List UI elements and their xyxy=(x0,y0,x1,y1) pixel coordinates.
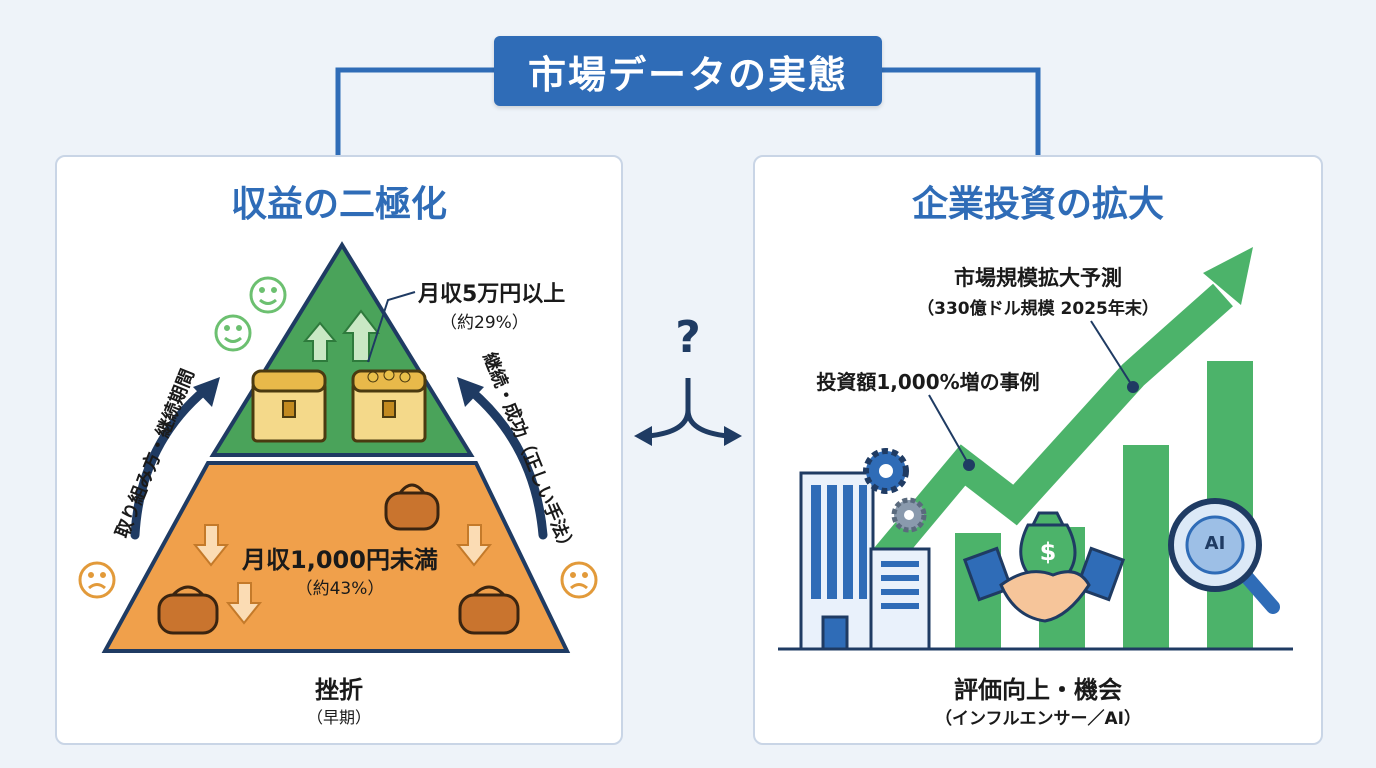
bottom-income-label: 月収1,000円未満 xyxy=(242,546,438,574)
money-bag-icon: $ xyxy=(1019,511,1077,577)
left-footer-sub: （早期） xyxy=(306,708,371,727)
handshake-icon xyxy=(962,546,1126,623)
right-footer-label: 評価向上・機会 xyxy=(954,676,1122,704)
left-panel-title: 収益の二極化 xyxy=(230,184,447,225)
gear-icon xyxy=(863,448,927,533)
left-footer-label: 挫折 xyxy=(315,676,363,704)
ai-magnifier-icon xyxy=(1168,498,1280,614)
growth-bar xyxy=(1123,445,1169,649)
income-pyramid xyxy=(78,241,598,653)
down-arrow-icon xyxy=(192,524,493,625)
split-arrow-icon xyxy=(634,378,742,446)
sad-face-icon xyxy=(78,561,598,599)
ai-badge: AI xyxy=(1204,533,1226,554)
question-mark: ? xyxy=(675,312,701,363)
right-curved-arrow xyxy=(465,385,548,540)
svg-text:$: $ xyxy=(1040,538,1057,566)
office-building-icon xyxy=(799,471,931,651)
growth-arrow-icon xyxy=(859,283,1233,585)
right-panel-title: 企業投資の拡大 xyxy=(911,184,1164,225)
coin-purse-icon xyxy=(157,483,520,635)
smiley-icon xyxy=(214,276,287,352)
page-title: 市場データの実態 xyxy=(494,36,882,106)
forecast-sub: （330億ドル規模 2025年末） xyxy=(917,299,1159,319)
top-income-label: 月収5万円以上 xyxy=(418,282,566,307)
treasure-chest-icon xyxy=(251,369,427,443)
right-footer-sub: （インフルエンサー／AI） xyxy=(935,709,1141,729)
bottom-income-percent: （約43%） xyxy=(295,579,385,599)
left-curved-arrow xyxy=(130,385,210,540)
pyramid-bottom xyxy=(101,461,571,653)
top-income-percent: （約29%） xyxy=(440,313,529,333)
investment-growth-chart: $ xyxy=(778,247,1293,651)
case-label: 投資額1,000%増の事例 xyxy=(816,370,1040,394)
forecast-label: 市場規模拡大予測 xyxy=(954,266,1122,290)
top-label-pointer xyxy=(367,291,416,363)
